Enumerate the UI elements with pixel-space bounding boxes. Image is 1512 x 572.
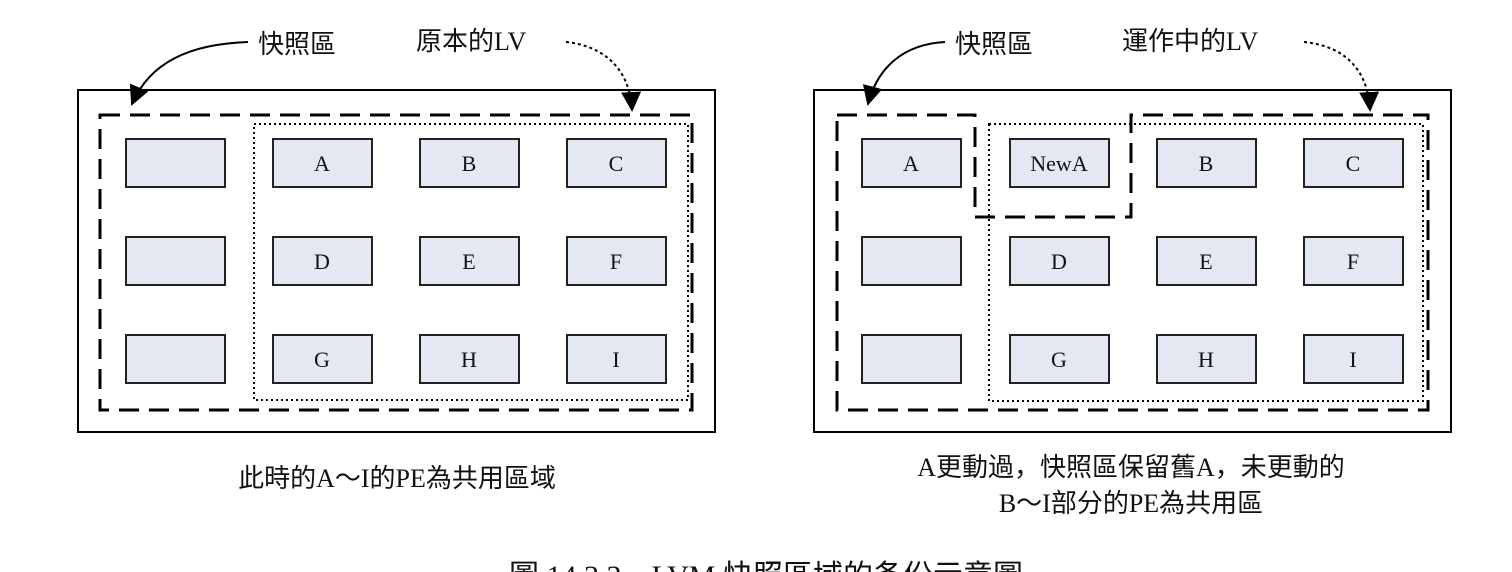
right-pe-newa bbox=[1009, 138, 1110, 188]
left-caption: 此時的A～I的PE為共用區域 bbox=[238, 464, 556, 493]
right-pe-h bbox=[1156, 334, 1257, 384]
left-pe-h-label: H bbox=[461, 347, 477, 372]
right-snapshot-pe-a bbox=[861, 138, 962, 188]
left-snapshot-arrow bbox=[129, 41, 249, 106]
left-pe-b bbox=[419, 138, 520, 188]
left-pe-a bbox=[272, 138, 373, 188]
right-pe-e-label: E bbox=[1199, 249, 1212, 274]
left-pe-f bbox=[566, 236, 667, 286]
right-pe-newa-label: NewA bbox=[1030, 151, 1088, 176]
right-snapshot-arrow bbox=[862, 41, 946, 106]
right-pe-i-label: I bbox=[1349, 347, 1356, 372]
right-pe-d-label: D bbox=[1051, 249, 1067, 274]
right-snapshot-pe-a-label: A bbox=[903, 151, 919, 176]
left-pe-e-label: E bbox=[462, 249, 475, 274]
right-pe-b-label: B bbox=[1199, 151, 1214, 176]
left-snapshot-pe-1 bbox=[125, 138, 226, 188]
right-pe-g-label: G bbox=[1051, 347, 1067, 372]
right-pe-h-label: H bbox=[1198, 347, 1214, 372]
right-pe-i bbox=[1303, 334, 1404, 384]
left-snapshot-label: 快照區 bbox=[258, 30, 336, 59]
left-pe-a-label: A bbox=[314, 151, 330, 176]
right-pe-e bbox=[1156, 236, 1257, 286]
right-pe-c bbox=[1303, 138, 1404, 188]
left-pe-i bbox=[566, 334, 667, 384]
right-volume-group-box bbox=[813, 89, 1452, 433]
left-pe-f-label: F bbox=[610, 249, 622, 274]
left-pe-g bbox=[272, 334, 373, 384]
right-pe-f bbox=[1303, 236, 1404, 286]
right-pe-d bbox=[1009, 236, 1110, 286]
right-lv-arrow bbox=[1303, 41, 1380, 112]
right-snapshot-label: 快照區 bbox=[955, 30, 1033, 59]
left-lv-label: 原本的LV bbox=[416, 27, 526, 56]
left-lv-region bbox=[253, 123, 689, 401]
figure-caption: 圖 14.3.3、LVM 快照區域的备份示意圖 bbox=[509, 560, 1023, 572]
right-lv-label: 運作中的LV bbox=[1122, 27, 1258, 56]
right-snapshot-pe-3 bbox=[861, 334, 962, 384]
right-pe-g bbox=[1009, 334, 1110, 384]
right-pe-f-label: F bbox=[1347, 249, 1359, 274]
right-caption-line2: B～I部分的PE為共用區 bbox=[999, 489, 1263, 518]
right-snapshot-region bbox=[835, 113, 1430, 412]
left-pe-c bbox=[566, 138, 667, 188]
left-diagram: A B C D E F G H I 快照區 原本的LV 此時的A～I的PE為共用… bbox=[77, 27, 716, 493]
left-snapshot-region bbox=[98, 113, 694, 412]
right-snapshot-pe-2 bbox=[861, 236, 962, 286]
right-diagram: A NewA B C D E F G H I 快照區 運作中的LV A更動過，快… bbox=[813, 27, 1452, 518]
right-caption-line1: A更動過，快照區保留舊A，未更動的 bbox=[917, 453, 1345, 482]
left-pe-h bbox=[419, 334, 520, 384]
left-pe-i-label: I bbox=[612, 347, 619, 372]
right-pe-b bbox=[1156, 138, 1257, 188]
left-pe-g-label: G bbox=[314, 347, 330, 372]
left-pe-d-label: D bbox=[314, 249, 330, 274]
left-snapshot-pe-3 bbox=[125, 334, 226, 384]
left-pe-b-label: B bbox=[462, 151, 477, 176]
left-snapshot-pe-2 bbox=[125, 236, 226, 286]
left-pe-e bbox=[419, 236, 520, 286]
left-pe-d bbox=[272, 236, 373, 286]
right-lv-region bbox=[988, 123, 1424, 402]
right-pe-c-label: C bbox=[1346, 151, 1361, 176]
left-lv-arrow bbox=[565, 41, 642, 112]
left-volume-group-box bbox=[77, 89, 716, 433]
left-pe-c-label: C bbox=[609, 151, 624, 176]
